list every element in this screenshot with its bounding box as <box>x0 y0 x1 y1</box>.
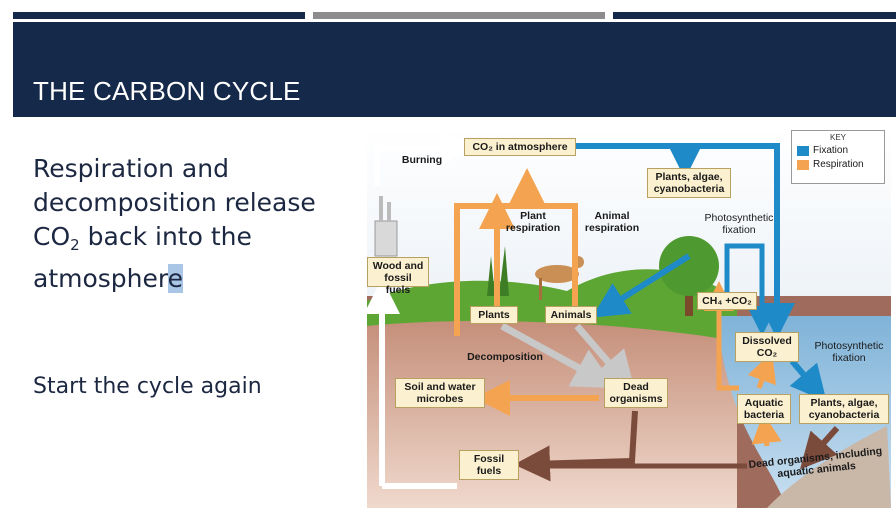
key-fixation: Fixation <box>797 145 884 156</box>
plant-icon <box>487 246 509 296</box>
top-bar-right <box>613 12 896 19</box>
soil-layer <box>367 321 737 508</box>
top-bar-left <box>13 12 305 19</box>
body-line-2: decomposition release <box>33 188 316 217</box>
fossil-fuels-label: Fossil fuels <box>459 450 519 480</box>
ch4-co2-label: CH₄ +CO₂ <box>697 292 757 310</box>
arrow-plants-dead <box>500 322 616 389</box>
carbon-cycle-diagram: CO₂ in atmosphere Burning Plants, algae,… <box>367 126 891 508</box>
co2-text: CO <box>33 222 71 251</box>
plant-respiration-label: Plant respiration <box>505 210 561 234</box>
chimney-icon <box>379 196 383 221</box>
dissolved-co2-label: Dissolved CO₂ <box>735 332 799 362</box>
arrow-aquatic-ch4 <box>704 281 739 391</box>
body-line-3: CO2 back into the <box>33 220 353 262</box>
decomposition-label: Decomposition <box>467 351 543 363</box>
body-text: Respiration and decomposition release CO… <box>33 152 353 296</box>
arrow-animals-dead <box>574 323 636 394</box>
dead-organisms-label: Dead organisms <box>604 378 668 408</box>
key-respiration: Respiration <box>797 159 884 170</box>
slide-title: THE CARBON CYCLE <box>33 76 301 106</box>
body-line-4: atmosphere <box>33 262 353 296</box>
photosynthetic-fixation-right-label: Photosynthetic fixation <box>814 340 884 364</box>
arrow-animal-respiration <box>527 203 578 306</box>
animals-label: Animals <box>545 306 597 324</box>
key-fixation-label: Fixation <box>813 145 849 156</box>
soil-microbes-label: Soil and water microbes <box>395 378 485 408</box>
top-bar-middle <box>313 12 605 19</box>
chimney-icon-2 <box>387 202 391 221</box>
key-respiration-label: Respiration <box>813 159 864 170</box>
arrow-ch4-loop <box>724 243 777 336</box>
wood-fossil-fuels-label: Wood and fossil fuels <box>367 257 429 296</box>
co2-atmosphere-label: CO₂ in atmosphere <box>464 138 576 156</box>
diagram-key: KEY Fixation Respiration <box>791 130 885 184</box>
fixation-swatch <box>797 145 809 156</box>
body-line-1: Respiration and <box>33 154 229 183</box>
plants-algae-bottom-label: Plants, algae, cyanobacteria <box>799 394 889 424</box>
co2-subscript: 2 <box>70 236 80 254</box>
body-text-2: Start the cycle again <box>33 374 262 399</box>
arrow-fixation-algae <box>789 359 827 402</box>
key-title: KEY <box>829 133 846 142</box>
arrow-burning <box>374 130 475 186</box>
animal-respiration-label: Animal respiration <box>584 210 640 234</box>
plants-label: Plants <box>470 306 518 324</box>
arrow-dead-fossil <box>514 410 638 482</box>
arrow-fixation-animals <box>591 253 691 318</box>
title-band: THE CARBON CYCLE <box>13 22 896 117</box>
aquatic-bacteria-label: Aquatic bacteria <box>737 394 791 424</box>
text-selection[interactable]: e <box>167 264 184 293</box>
burning-label: Burning <box>401 154 443 166</box>
atmosphere-text[interactable]: atmospher <box>33 264 168 293</box>
factory-icon <box>374 220 398 257</box>
plants-algae-top-label: Plants, algae, cyanobacteria <box>647 168 731 198</box>
arrow-aquatic-dissolved <box>747 351 776 389</box>
photosynthetic-fixation-top-label: Photosynthetic fixation <box>704 212 774 236</box>
deer-icon <box>535 265 579 283</box>
arrow-algae-dead <box>800 426 840 470</box>
respiration-swatch <box>797 159 809 170</box>
arrow-dead-aquatic <box>751 413 782 447</box>
arrow-fixation-dissolved <box>685 143 795 339</box>
body-line-3-rest: back into the <box>79 222 252 251</box>
